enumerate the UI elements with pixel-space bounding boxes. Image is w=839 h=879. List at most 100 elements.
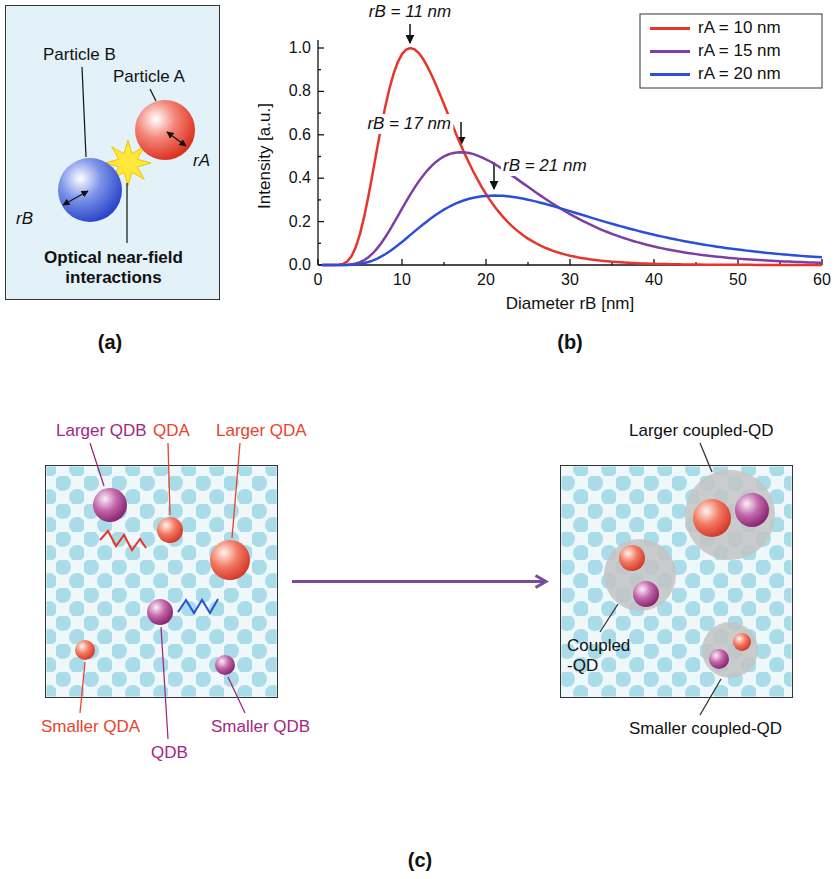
coupled-dots [619,545,645,571]
tick-label: 0.8 [289,81,311,100]
axis-title: Diameter rB [nm] [506,294,634,314]
leader-lines [700,443,712,472]
leader-lines [161,627,168,739]
tick-label: 0.2 [289,212,311,231]
intensity-curve [322,48,822,265]
node-label: Coupled -QD [567,636,639,677]
chart-axes [569,259,570,265]
tick-label: 0.6 [289,125,311,144]
legend-swatch [650,50,690,53]
legend-label: rA = 15 nm [698,40,781,62]
chart-axes [318,178,324,179]
legend-label: rA = 20 nm [698,63,781,85]
node-label: Larger QDA [216,421,307,441]
peak-label: rB = 21 nm [501,156,589,176]
axis-title: Intensity [a.u.] [255,103,275,209]
particles [135,100,195,160]
chart-axes [318,199,321,200]
leader-lines [168,443,170,515]
leader-lines [167,132,186,146]
chart-axes [318,40,822,265]
leader-lines [700,679,721,715]
leader-lines [63,67,186,243]
leader-lines [126,183,127,243]
node-label: Smaller coupled-QD [629,719,782,739]
legend-box [640,14,822,88]
node-label: Particle A [113,67,185,87]
chart-axes [318,156,321,157]
tick-label: 40 [645,270,663,289]
peak-arrows [410,24,494,189]
chart-axes [318,221,324,222]
quantum-dots [93,488,127,522]
node-label: rB [16,209,33,229]
quantum-dots [210,540,250,580]
process-arrow [292,580,546,583]
node-label: Optical near-field interactions [28,248,199,289]
chart-axes [401,259,402,265]
tick-label: 0.0 [289,255,311,274]
leader-lines [228,677,245,713]
coupled-dots [693,499,731,537]
chart-axes [318,243,321,244]
coupled-dots [633,581,659,607]
particles [58,158,122,222]
tick-label: 0.4 [289,168,311,187]
coupled-dots [619,493,769,669]
coupled-dots [709,649,729,669]
node-label: Particle B [43,45,116,65]
chart-axes [318,91,324,92]
matrix-dots [47,467,277,697]
chart-axes [443,262,444,265]
quantum-dots [75,640,95,660]
node-label: Larger coupled-QD [629,421,774,441]
tick-label: 20 [477,270,495,289]
chart-axes [318,47,324,48]
intensity-curve [322,152,822,265]
coupled-halos [604,539,676,611]
panel-letter: (a) [98,330,122,354]
energy-transfer [100,531,146,550]
chart-axes [485,259,486,265]
peak-label: rB = 17 nm [365,114,453,134]
leader-lines [82,67,86,157]
coupled-dots [733,633,751,651]
chart-axes [318,69,321,70]
matrix-dots [562,467,792,697]
coupled-halos [702,622,758,678]
leader-lines [63,191,88,205]
chart-axes [318,112,321,113]
leader-lines [232,443,240,538]
node-label: Larger QDB [56,421,147,441]
peak-arrows [493,162,495,189]
quantum-dots [147,599,173,625]
tick-label: 60 [813,270,831,289]
leader-lines [600,604,618,632]
peak-label: rB = 11 nm [369,2,451,22]
tick-label: 1.0 [289,38,311,57]
tick-label: 30 [561,270,579,289]
panel-letter: (b) [557,330,583,354]
node-label: rA [193,151,210,171]
quantum-dots [215,655,235,675]
leader-lines [90,443,104,486]
leader-lines [80,443,721,739]
chart-axes [317,40,318,265]
chart-axes [318,134,324,135]
node-label: Smaller QDB [211,717,310,737]
energy-transfer [178,599,218,613]
panel-letter: (c) [408,848,432,872]
chart-axes [527,262,528,265]
tick-label: 10 [393,270,411,289]
leader-lines [150,89,156,101]
panel-box: Particle BParticle A rA rB Optical near-fie… [5,5,220,300]
peak-arrows [409,24,411,43]
node-label: QDB [151,743,188,763]
coupled-halos [604,470,775,678]
legend-swatch [650,73,690,76]
node-label: QDA [153,421,190,441]
legend-swatch [650,27,690,30]
tick-label: 0 [314,270,323,289]
node-label: Smaller QDA [41,717,140,737]
